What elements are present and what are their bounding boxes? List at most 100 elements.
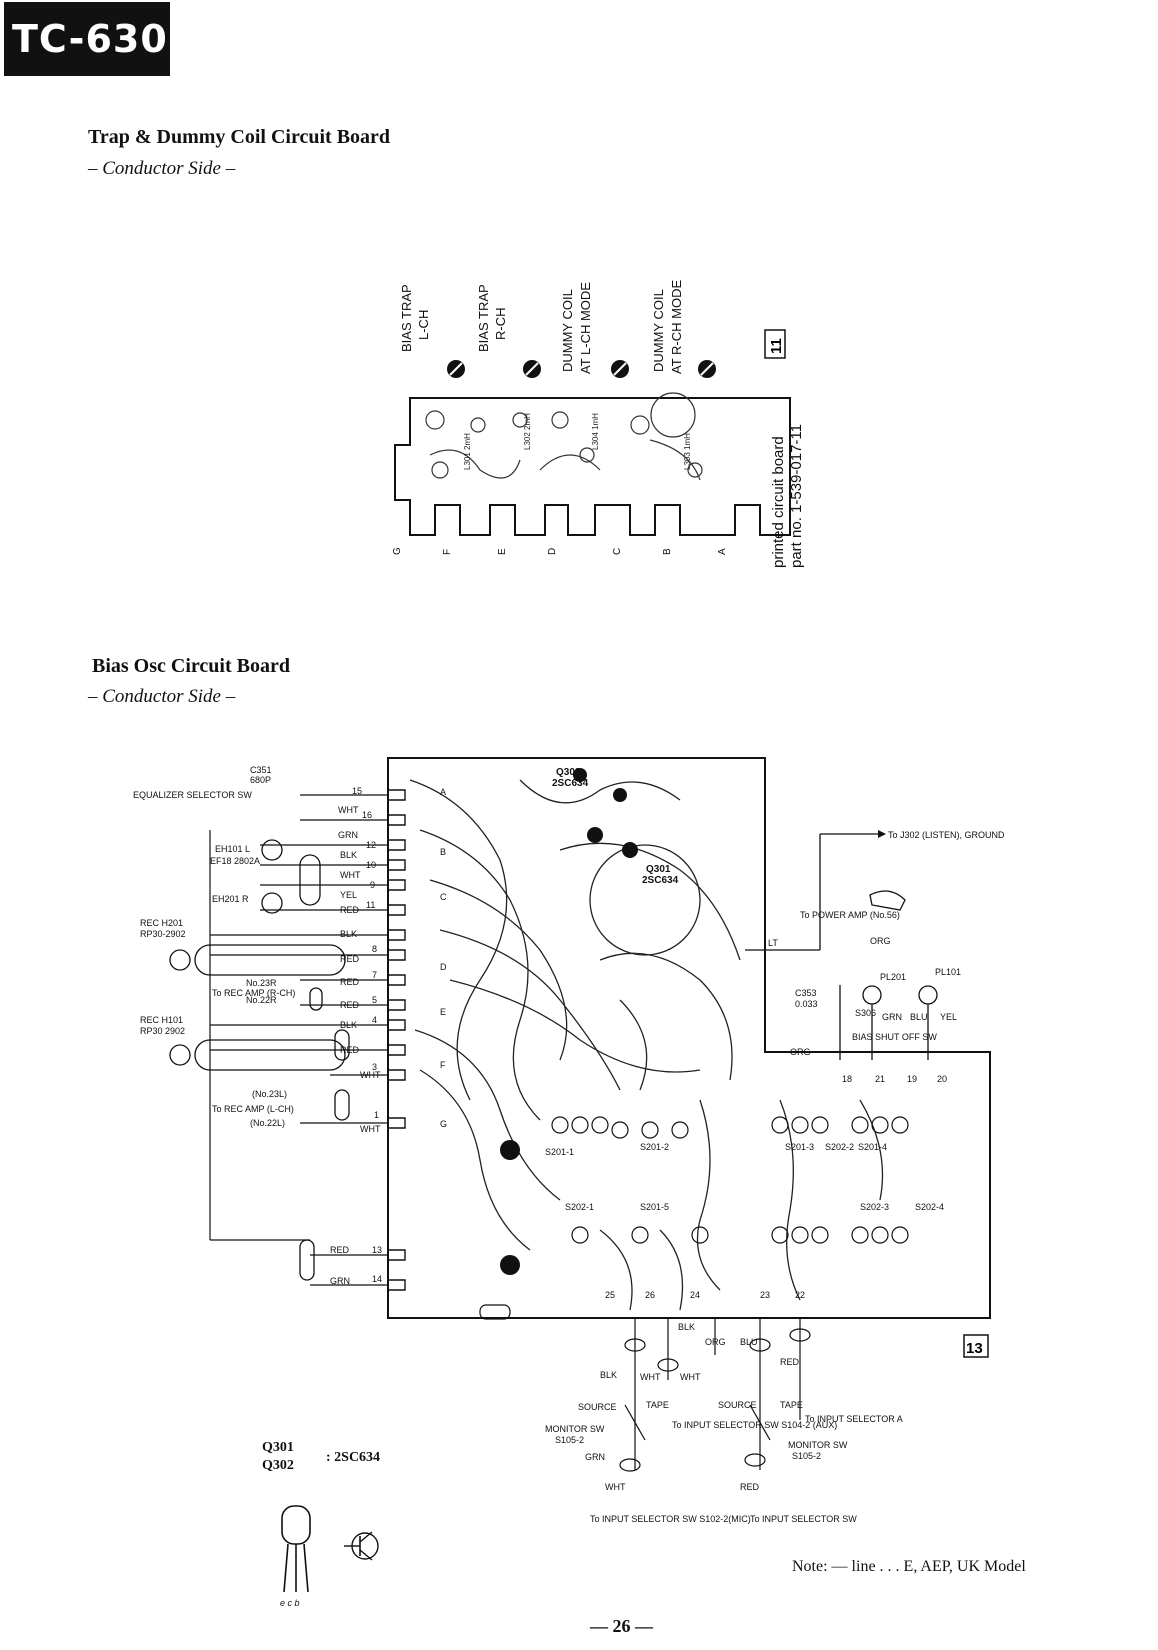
q301-type: 2SC634 <box>642 875 679 886</box>
c353-label: C353 <box>795 988 817 998</box>
pin-label: 11 <box>366 900 375 910</box>
q302-ref: Q302 <box>556 767 581 778</box>
terminal-label: B <box>662 548 673 555</box>
pin-label: 7 <box>372 970 377 980</box>
c351-label: C351 <box>250 765 272 775</box>
c351-value: 680P <box>250 775 271 785</box>
svg-text:C: C <box>440 892 447 902</box>
component-label: L301 2mH <box>463 433 472 470</box>
adj-label-4a: DUMMY COIL <box>651 289 666 372</box>
component-label: L302 2mH <box>523 413 532 450</box>
switch-label: S201-5 <box>640 1202 669 1212</box>
eh101-part: EF18 2802A <box>210 856 260 866</box>
bottom-pin: 22 <box>795 1290 805 1300</box>
svg-text:G: G <box>440 1119 447 1129</box>
wire-label: BLK <box>678 1322 695 1332</box>
svg-text:F: F <box>440 1060 446 1070</box>
pin-label: 19 <box>907 1074 917 1084</box>
legend-type: : 2SC634 <box>326 1450 381 1465</box>
wire-label: BLK <box>340 850 357 860</box>
bottom-pin: 24 <box>690 1290 700 1300</box>
terminal-label: E <box>497 548 508 555</box>
terminal-label: F <box>442 549 453 555</box>
pin-label: 10 <box>366 860 376 870</box>
wire-label: ORG <box>705 1337 726 1347</box>
source-label: SOURCE <box>578 1402 617 1412</box>
monitor-sw-label: MONITOR SW <box>545 1424 605 1434</box>
wire-label: BLK <box>600 1370 617 1380</box>
pin-label: 1 <box>374 1110 379 1120</box>
svg-text:A: A <box>440 787 446 797</box>
svg-text:E: E <box>440 1007 446 1017</box>
no23l-label: (No.23L) <box>252 1089 287 1099</box>
wire-label: GRN <box>338 830 358 840</box>
eh201-label: EH201 R <box>212 894 249 904</box>
to-input-selector-aux: To INPUT SELECTOR SW S104-2 (AUX) <box>672 1420 837 1430</box>
wire-label: YEL <box>340 890 357 900</box>
pin-label: 4 <box>372 1015 377 1025</box>
to-rec-amp-l: To REC AMP (L-CH) <box>212 1104 294 1114</box>
rec-h101-part: RP30 2902 <box>140 1026 185 1036</box>
to-input-selector-mic: To INPUT SELECTOR SW S102-2(MIC) <box>590 1514 751 1524</box>
monitor-sw-ref: S105-2 <box>555 1435 584 1445</box>
to-input-selector-a: To INPUT SELECTOR A <box>805 1414 903 1424</box>
pin-label: 9 <box>370 880 375 890</box>
adj-label-2a: BIAS TRAP <box>476 284 491 352</box>
wire-label: BLU <box>740 1337 758 1347</box>
tape-label: TAPE <box>646 1400 669 1410</box>
svg-text:B: B <box>440 847 446 857</box>
switch-label: S202-4 <box>915 1202 944 1212</box>
wire-label: RED <box>340 977 360 987</box>
pl201-label: PL201 <box>880 972 906 982</box>
legend-q302: Q302 <box>262 1458 294 1473</box>
part-note-line2: part no. 1-539-017-11 <box>788 424 805 568</box>
terminal-label: G <box>392 547 403 555</box>
eh101-label: EH101 L <box>215 844 250 854</box>
pin-label: 15 <box>352 786 362 796</box>
wire-label: WHT <box>640 1372 661 1382</box>
rec-h101-label: REC H101 <box>140 1015 183 1025</box>
part-note-line1: printed circuit board <box>770 436 787 568</box>
pin-label: 21 <box>875 1074 885 1084</box>
no23r-label: No.23R <box>246 978 277 988</box>
to-rec-amp-r: To REC AMP (R-CH) <box>212 988 295 998</box>
switch-label: S201-3 <box>785 1142 814 1152</box>
pin-label: 12 <box>366 840 376 850</box>
s306-label: S306 <box>855 1008 876 1018</box>
adj-label-1b: L-CH <box>416 310 431 340</box>
wire-label: WHT <box>338 805 359 815</box>
pin-label: 13 <box>372 1245 382 1255</box>
pl101-label: PL101 <box>935 967 961 977</box>
to-j302-label: To J302 (LISTEN), GROUND <box>888 830 1005 840</box>
wht-label: WHT <box>605 1482 626 1492</box>
bias-ref-number: 13 <box>966 1340 983 1357</box>
blu-label: BLU <box>910 1012 928 1022</box>
rec-h201-part: RP30-2902 <box>140 929 186 939</box>
pin-label: 16 <box>362 810 372 820</box>
pin-label: 20 <box>937 1074 947 1084</box>
trap-board-subtitle: – Conductor Side – <box>88 158 236 179</box>
switch-label: S201-4 <box>858 1142 887 1152</box>
adj-label-3b: AT L-CH MODE <box>578 282 593 374</box>
monitor-sw2-ref: S105-2 <box>792 1451 821 1461</box>
no22r-label: No.22R <box>246 995 277 1005</box>
pin-label: 5 <box>372 995 377 1005</box>
wire-label: RED <box>340 954 360 964</box>
adj-label-2b: R-CH <box>493 308 508 341</box>
rec-h201-label: REC H201 <box>140 918 183 928</box>
adj-label-4b: AT R-CH MODE <box>669 280 684 374</box>
trap-ref-number: 11 <box>768 338 785 354</box>
equalizer-label: EQUALIZER SELECTOR SW <box>133 790 252 800</box>
wire-label: WHT <box>340 870 361 880</box>
to-input-selector-2: To INPUT SELECTOR SW <box>750 1514 857 1524</box>
source-label-2: SOURCE <box>718 1400 757 1410</box>
wire-label: RED <box>330 1245 350 1255</box>
q301-ref: Q301 <box>646 864 671 875</box>
c353-value: 0.033 <box>795 999 818 1009</box>
org-label: ORG <box>870 936 891 946</box>
terminal-label: D <box>547 548 558 555</box>
pin-label: 18 <box>842 1074 852 1084</box>
wire-label: WHT <box>360 1070 381 1080</box>
